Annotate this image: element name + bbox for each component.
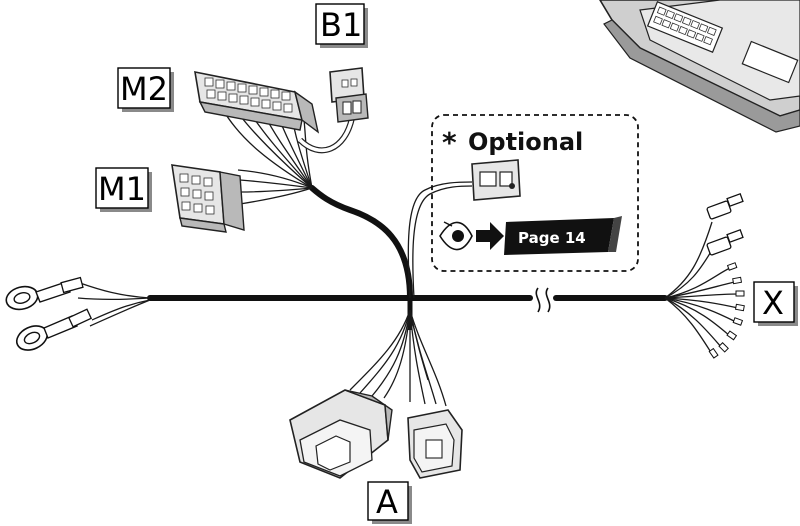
spade-terminal-upper — [706, 193, 744, 220]
ring-terminal-lower — [15, 308, 93, 351]
spade-terminal-lower — [706, 229, 744, 256]
connector-a — [289, 389, 463, 479]
optional-connector-wire — [407, 181, 473, 299]
label-a-text: A — [376, 483, 398, 521]
page-link-label[interactable]: Page 14 — [518, 229, 586, 247]
optional-connector — [471, 159, 521, 201]
label-x: X — [753, 281, 798, 326]
label-a: A — [367, 481, 412, 524]
label-m2: M2 — [117, 67, 174, 112]
ring-terminal-upper — [5, 276, 84, 311]
connector-m2 — [194, 70, 320, 134]
connector-m1 — [171, 164, 245, 233]
wires-to-x — [664, 193, 745, 359]
label-b1-text: B1 — [320, 6, 362, 44]
wires-to-connector-a — [349, 309, 447, 407]
main-harness-trunk — [147, 185, 668, 330]
label-x-text: X — [762, 284, 784, 322]
eye-icon — [439, 221, 473, 251]
wires-to-m1 — [237, 169, 313, 205]
ecu-unit — [599, 0, 800, 133]
ring-terminals — [5, 276, 151, 351]
connector-b1 — [329, 67, 369, 123]
label-b1: B1 — [315, 3, 368, 48]
label-m2-text: M2 — [120, 70, 168, 108]
optional-box: * Optional Page 14 — [431, 114, 639, 272]
label-m1: M1 — [95, 167, 152, 212]
optional-asterisk: * — [442, 126, 457, 159]
wire-to-b1 — [297, 117, 355, 154]
page-link-button[interactable]: Page 14 — [504, 216, 622, 255]
optional-label: Optional — [468, 128, 583, 156]
arrow-right-icon — [476, 222, 504, 250]
label-m1-text: M1 — [98, 170, 146, 208]
